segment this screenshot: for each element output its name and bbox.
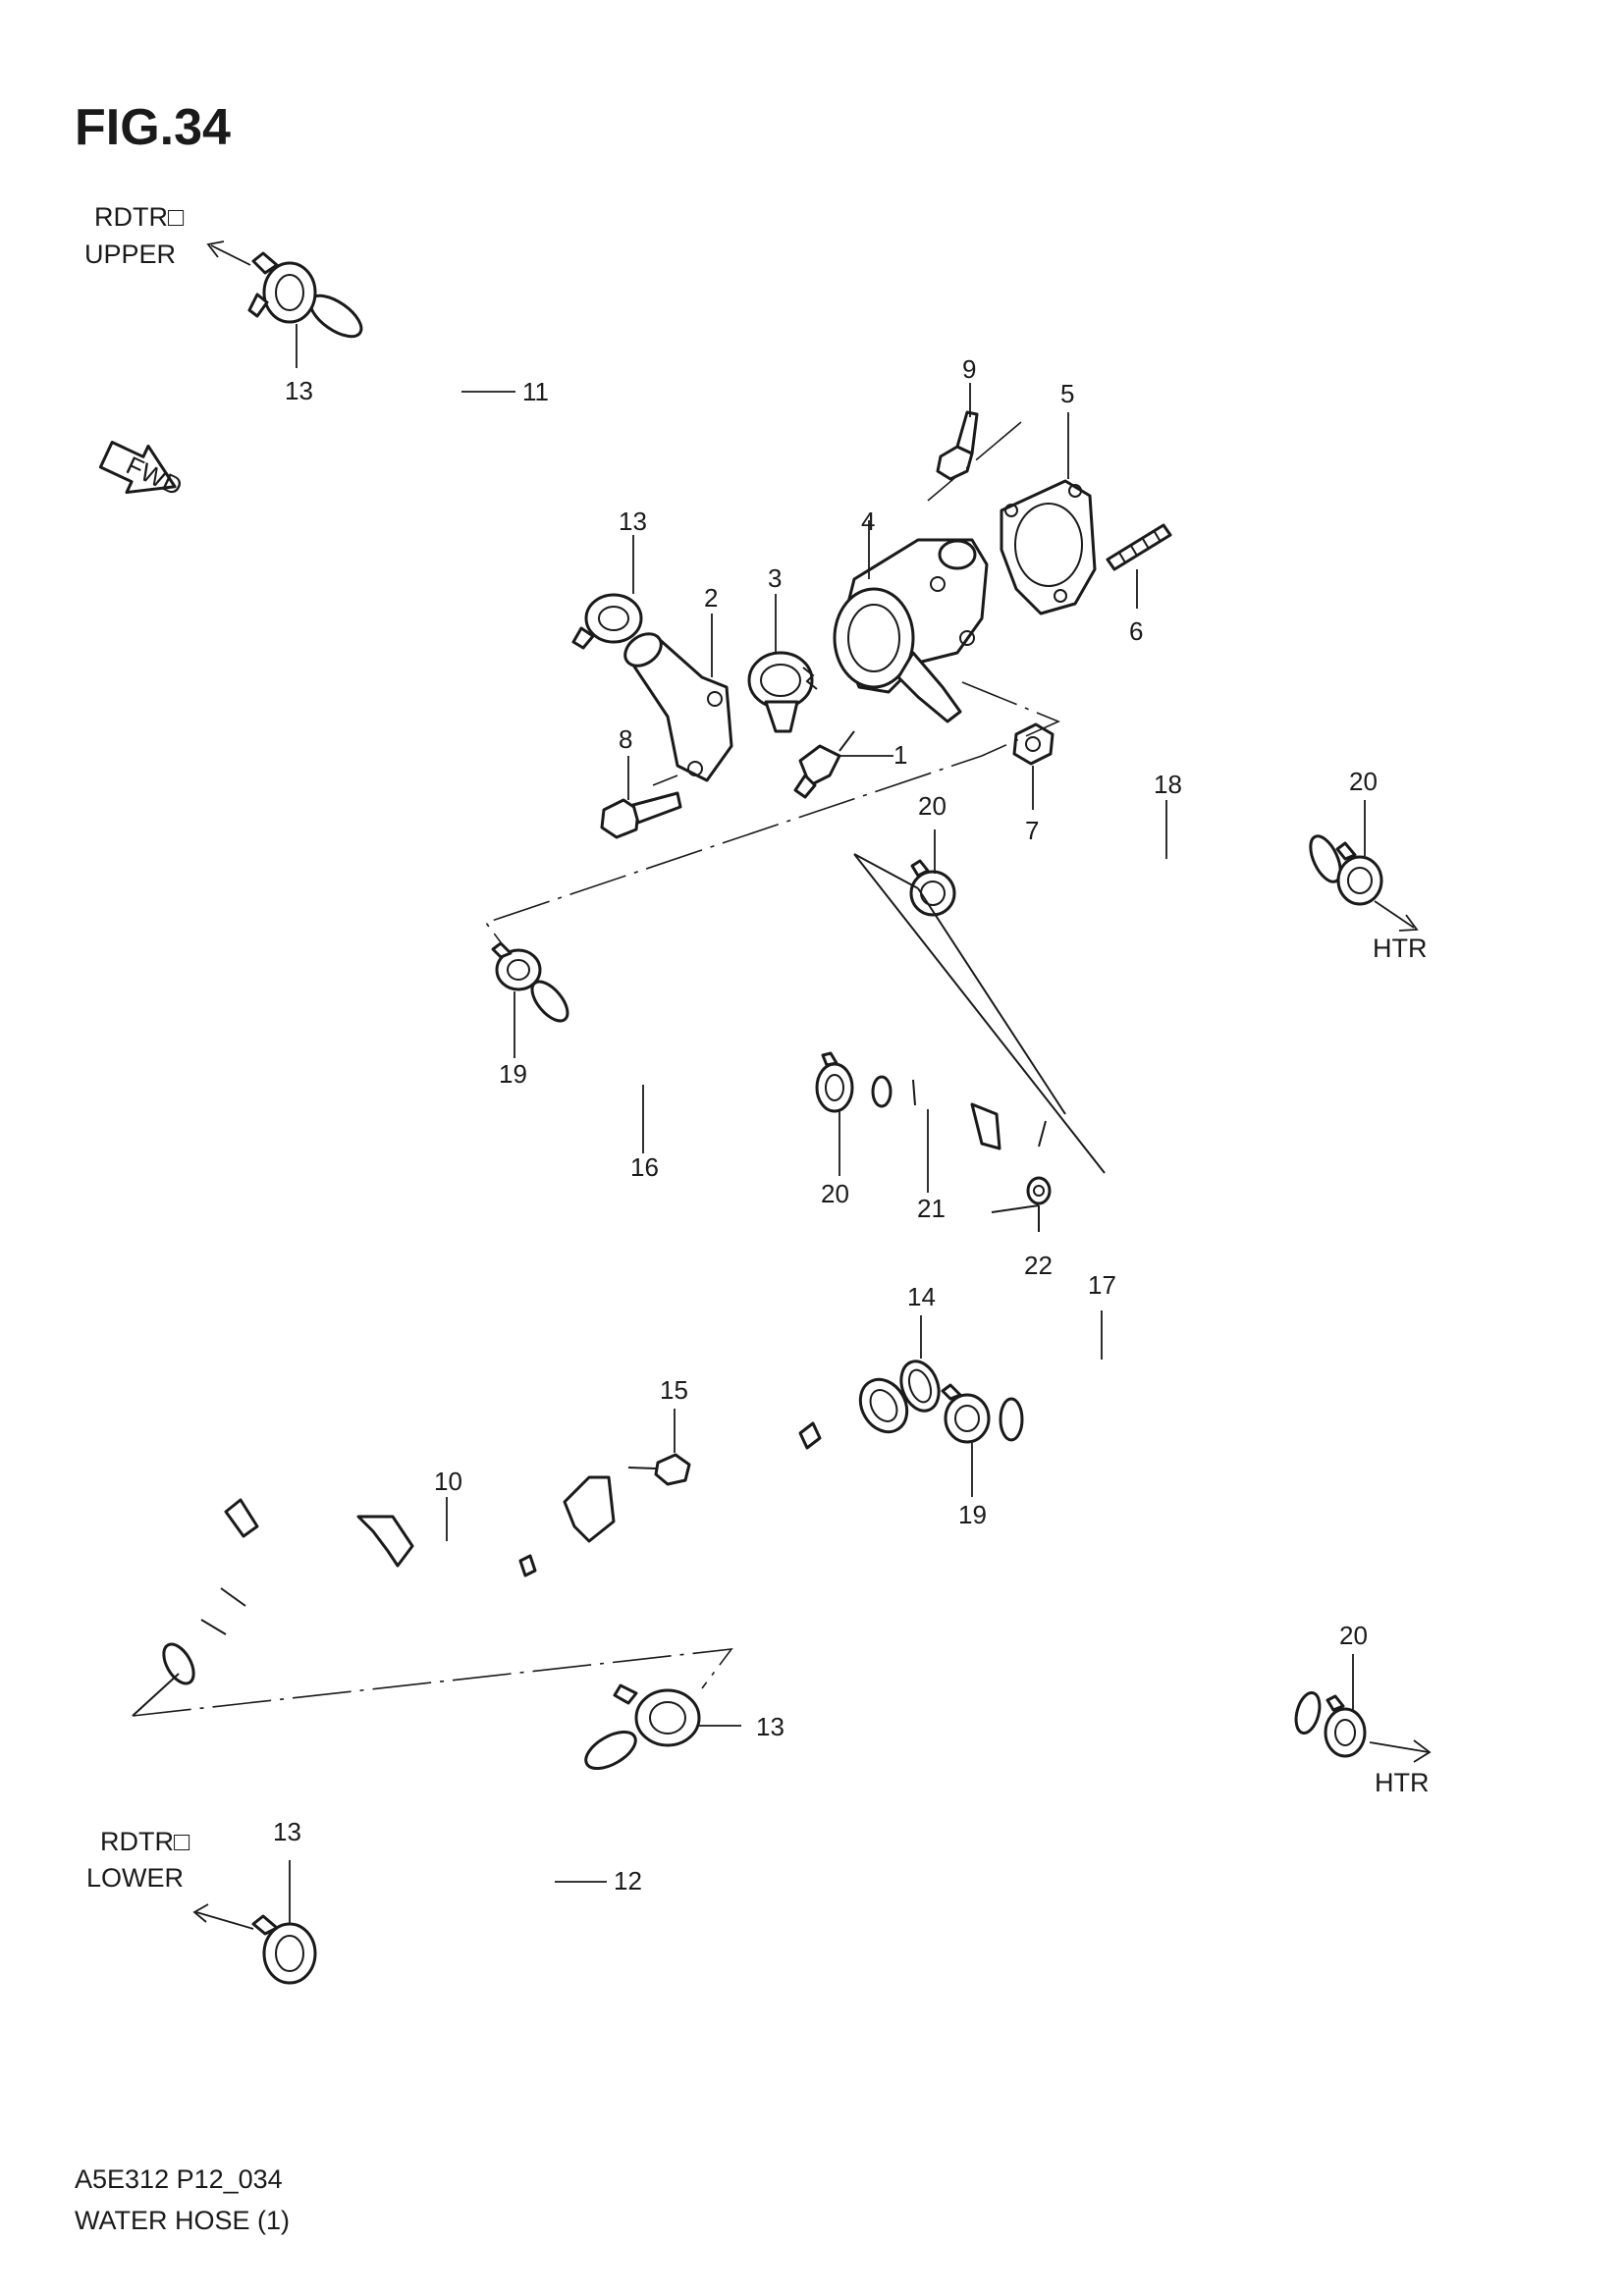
footer-diagram-code: A5E312 P12_034 — [75, 2164, 283, 2194]
water-outlet-cap[interactable] — [620, 627, 733, 782]
callout-21: 21 — [917, 1194, 946, 1223]
lower-radiator-hose[interactable] — [317, 1725, 641, 2024]
hose-clamp-20-lower-right[interactable] — [1324, 1694, 1367, 1758]
callout-13-middle: 13 — [619, 507, 647, 536]
label-radiator-upper-line2: UPPER — [84, 240, 176, 269]
callout-18: 18 — [1154, 770, 1182, 799]
callout-12: 12 — [614, 1866, 642, 1896]
nut-7[interactable] — [1012, 722, 1055, 766]
label-heater-lower: HTR — [1375, 1768, 1430, 1797]
forward-arrow-icon — [98, 441, 177, 495]
hose-clamp-lower-left[interactable] — [251, 1914, 317, 1985]
callout-1: 1 — [893, 740, 907, 770]
callout-5: 5 — [1060, 379, 1074, 408]
bolt-8[interactable] — [600, 791, 682, 839]
label-radiator-lower-line1: RDTR□ — [100, 1827, 190, 1856]
water-pipe-10[interactable] — [158, 1371, 916, 1688]
hose-clamp-lower-center[interactable] — [613, 1683, 701, 1747]
callout-2: 2 — [704, 583, 718, 613]
nut-22[interactable] — [1026, 1176, 1052, 1205]
hose-clamp-20-middle[interactable] — [815, 1051, 854, 1113]
callout-6: 6 — [1129, 616, 1143, 646]
callout-19-lower: 19 — [958, 1500, 987, 1529]
bolt-9[interactable] — [936, 410, 979, 481]
callout-8: 8 — [619, 724, 632, 754]
hose-clamp-18-right[interactable] — [1335, 841, 1383, 906]
figure-title: FIG.34 — [75, 99, 231, 156]
callout-19-upper: 19 — [499, 1059, 527, 1089]
label-radiator-upper-line1: RDTR□ — [94, 202, 185, 232]
upper-radiator-hose[interactable] — [303, 288, 621, 620]
bolt-15[interactable] — [627, 1453, 691, 1486]
callout-22: 22 — [1024, 1251, 1053, 1280]
hose-clamp-middle[interactable] — [571, 593, 643, 650]
callout-20-upper-right: 20 — [1349, 767, 1378, 796]
footer-diagram-name: WATER HOSE (1) — [75, 2206, 291, 2235]
callout-20-lower-right: 20 — [1339, 1621, 1368, 1650]
label-heater-upper: HTR — [1373, 934, 1428, 963]
callout-3: 3 — [768, 563, 782, 593]
label-radiator-lower-line2: LOWER — [86, 1863, 184, 1893]
hose-clamp-19-upper[interactable] — [491, 941, 542, 991]
water-pipe-21[interactable] — [871, 1075, 1072, 1150]
hose-clamp-18-left[interactable] — [909, 859, 956, 917]
gasket[interactable] — [1000, 479, 1097, 615]
callout-4: 4 — [861, 507, 875, 536]
temperature-sensor[interactable] — [793, 730, 855, 799]
callout-11: 11 — [522, 377, 549, 406]
callout-20-upper-left: 20 — [918, 791, 947, 821]
callout-10: 10 — [434, 1467, 462, 1496]
callout-20-middle: 20 — [821, 1179, 849, 1208]
heater-hose-17[interactable] — [990, 1347, 1327, 1735]
callout-13-lower-center: 13 — [756, 1712, 784, 1741]
o-ring-14[interactable] — [894, 1356, 946, 1415]
callout-13-lower-left: 13 — [273, 1817, 301, 1846]
stud-bolt[interactable] — [1106, 523, 1172, 571]
thermostat[interactable] — [747, 651, 818, 733]
thermostat-housing[interactable] — [833, 538, 989, 723]
callout-14: 14 — [907, 1282, 936, 1311]
hose-clamp-19-lower[interactable] — [941, 1383, 991, 1444]
callout-9: 9 — [962, 354, 976, 384]
callout-15: 15 — [660, 1375, 688, 1405]
callout-16: 16 — [630, 1152, 659, 1182]
heater-hose-18[interactable] — [945, 793, 1348, 967]
callout-13-upper: 13 — [285, 376, 313, 405]
hose-clamp-upper-left[interactable] — [247, 251, 317, 324]
hose-16[interactable] — [525, 976, 832, 1109]
callout-17: 17 — [1088, 1270, 1116, 1300]
callout-7: 7 — [1025, 816, 1039, 845]
